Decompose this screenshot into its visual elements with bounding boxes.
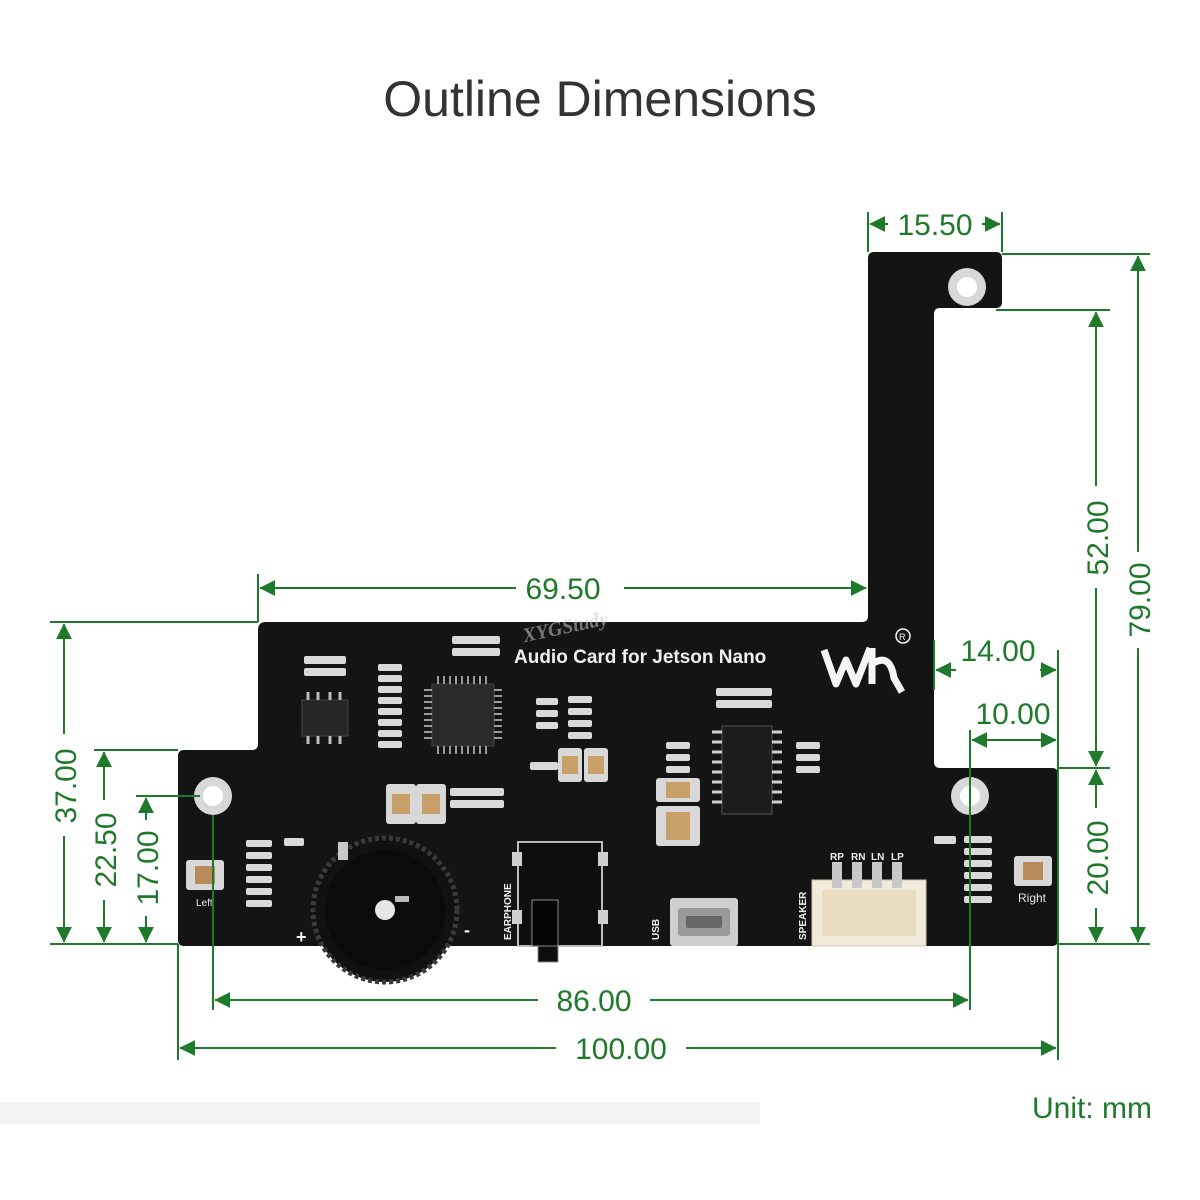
dim-left-lower-height: 22.50: [90, 812, 123, 887]
dim-left-top-offset: 69.50: [525, 573, 600, 606]
dim-right-notch-width: 14.00: [960, 635, 1035, 668]
dim-hole-spacing: 86.00: [556, 985, 631, 1018]
dim-left-hole-height: 17.00: [132, 830, 165, 905]
dimension-lines: [50, 212, 1150, 1060]
waveshare-logo-icon: R: [820, 628, 911, 694]
page-title: Outline Dimensions: [383, 71, 817, 127]
left-mic: [186, 860, 224, 890]
codec-chip: [424, 676, 502, 754]
micro-usb-port: [670, 898, 738, 946]
volume-knob: [310, 835, 460, 985]
dim-right-upper-height: 52.00: [1082, 500, 1115, 575]
usb-label: USB: [651, 919, 662, 940]
mounting-hole-top: [948, 268, 986, 306]
capacitors: [386, 748, 700, 846]
minus-label: -: [464, 920, 470, 940]
amplifier-chip: [712, 725, 782, 815]
right-mic-label: Right: [1018, 891, 1047, 905]
speaker-pin-rn: RN: [851, 852, 865, 863]
passive-components: [246, 636, 992, 907]
dim-total-width: 100.00: [575, 1033, 667, 1066]
pcb-board: Audio Card for Jetson Nano XYGStudy R: [178, 252, 1058, 985]
speaker-connector: [811, 862, 927, 947]
eeprom-chip: [301, 692, 349, 744]
bottom-strip: [0, 1102, 760, 1124]
speaker-pin-lp: LP: [891, 852, 904, 863]
dim-right-hole-offset: 10.00: [975, 698, 1050, 731]
dim-right-lower-height: 20.00: [1082, 820, 1115, 895]
unit-label: Unit: mm: [1032, 1092, 1152, 1125]
dim-left-total-height: 37.00: [50, 748, 83, 823]
board-name: Audio Card for Jetson Nano: [514, 647, 766, 668]
left-mic-label: Left: [196, 898, 213, 909]
pcb-outline: [178, 252, 1058, 946]
mounting-hole-left: [194, 777, 232, 815]
earphone-jack: [512, 841, 608, 963]
dimension-labels: 15.50 69.50 79.00 52.00 20.00 14.00 10.0…: [50, 209, 1157, 1066]
dim-right-total-height: 79.00: [1124, 562, 1157, 637]
svg-text:R: R: [899, 632, 906, 642]
speaker-pin-ln: LN: [871, 852, 884, 863]
dim-top-tab-width: 15.50: [897, 209, 972, 242]
plus-label: +: [296, 927, 307, 947]
speaker-pin-rp: RP: [830, 852, 844, 863]
right-mic: [1014, 856, 1052, 886]
speaker-label: SPEAKER: [798, 891, 809, 940]
earphone-label: EARPHONE: [503, 883, 514, 940]
